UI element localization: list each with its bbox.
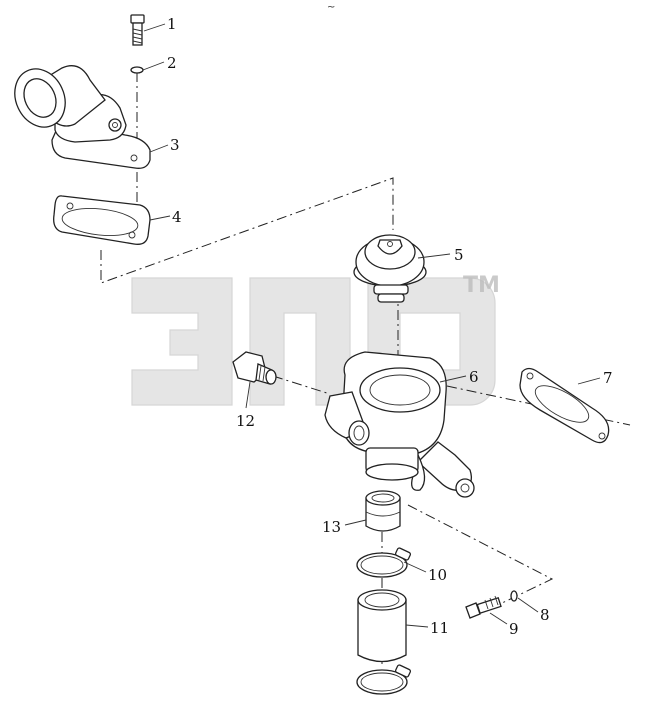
part-12-sensor (232, 351, 277, 385)
part-13-sleeve (365, 490, 401, 532)
callout-13: 13 (322, 518, 341, 536)
callout-6: 6 (469, 368, 479, 386)
part-2-washer (130, 66, 144, 74)
callout-8: 8 (540, 606, 550, 624)
watermark-tm: TM (463, 273, 500, 298)
part-5-thermostat (353, 234, 427, 303)
callout-3: 3 (170, 136, 180, 154)
callout-10: 10 (428, 566, 447, 584)
part-11-hose (357, 589, 407, 663)
callout-2: 2 (167, 54, 177, 72)
part-9-bolt (465, 595, 502, 619)
callout-labels: 1 2 3 4 5 6 7 8 9 10 11 12 13 (167, 15, 613, 638)
part-7-gasket (519, 367, 610, 444)
part-1-bolt (130, 14, 145, 46)
part-4-gasket (53, 195, 151, 245)
part-3-elbow-flange (14, 65, 151, 169)
leader-lines (142, 23, 601, 628)
callout-1: 1 (167, 15, 177, 33)
callout-11: 11 (430, 619, 449, 637)
callout-9: 9 (509, 620, 519, 638)
part-10-hose-clamp-lower (356, 664, 412, 695)
part-6-housing (324, 351, 475, 498)
top-mark: ~ (327, 2, 335, 13)
callout-12: 12 (236, 412, 255, 430)
part-8-washer (510, 590, 518, 602)
callout-7: 7 (603, 369, 613, 387)
part-10-hose-clamp (356, 547, 412, 578)
callout-4: 4 (172, 208, 182, 226)
callout-5: 5 (454, 246, 464, 264)
